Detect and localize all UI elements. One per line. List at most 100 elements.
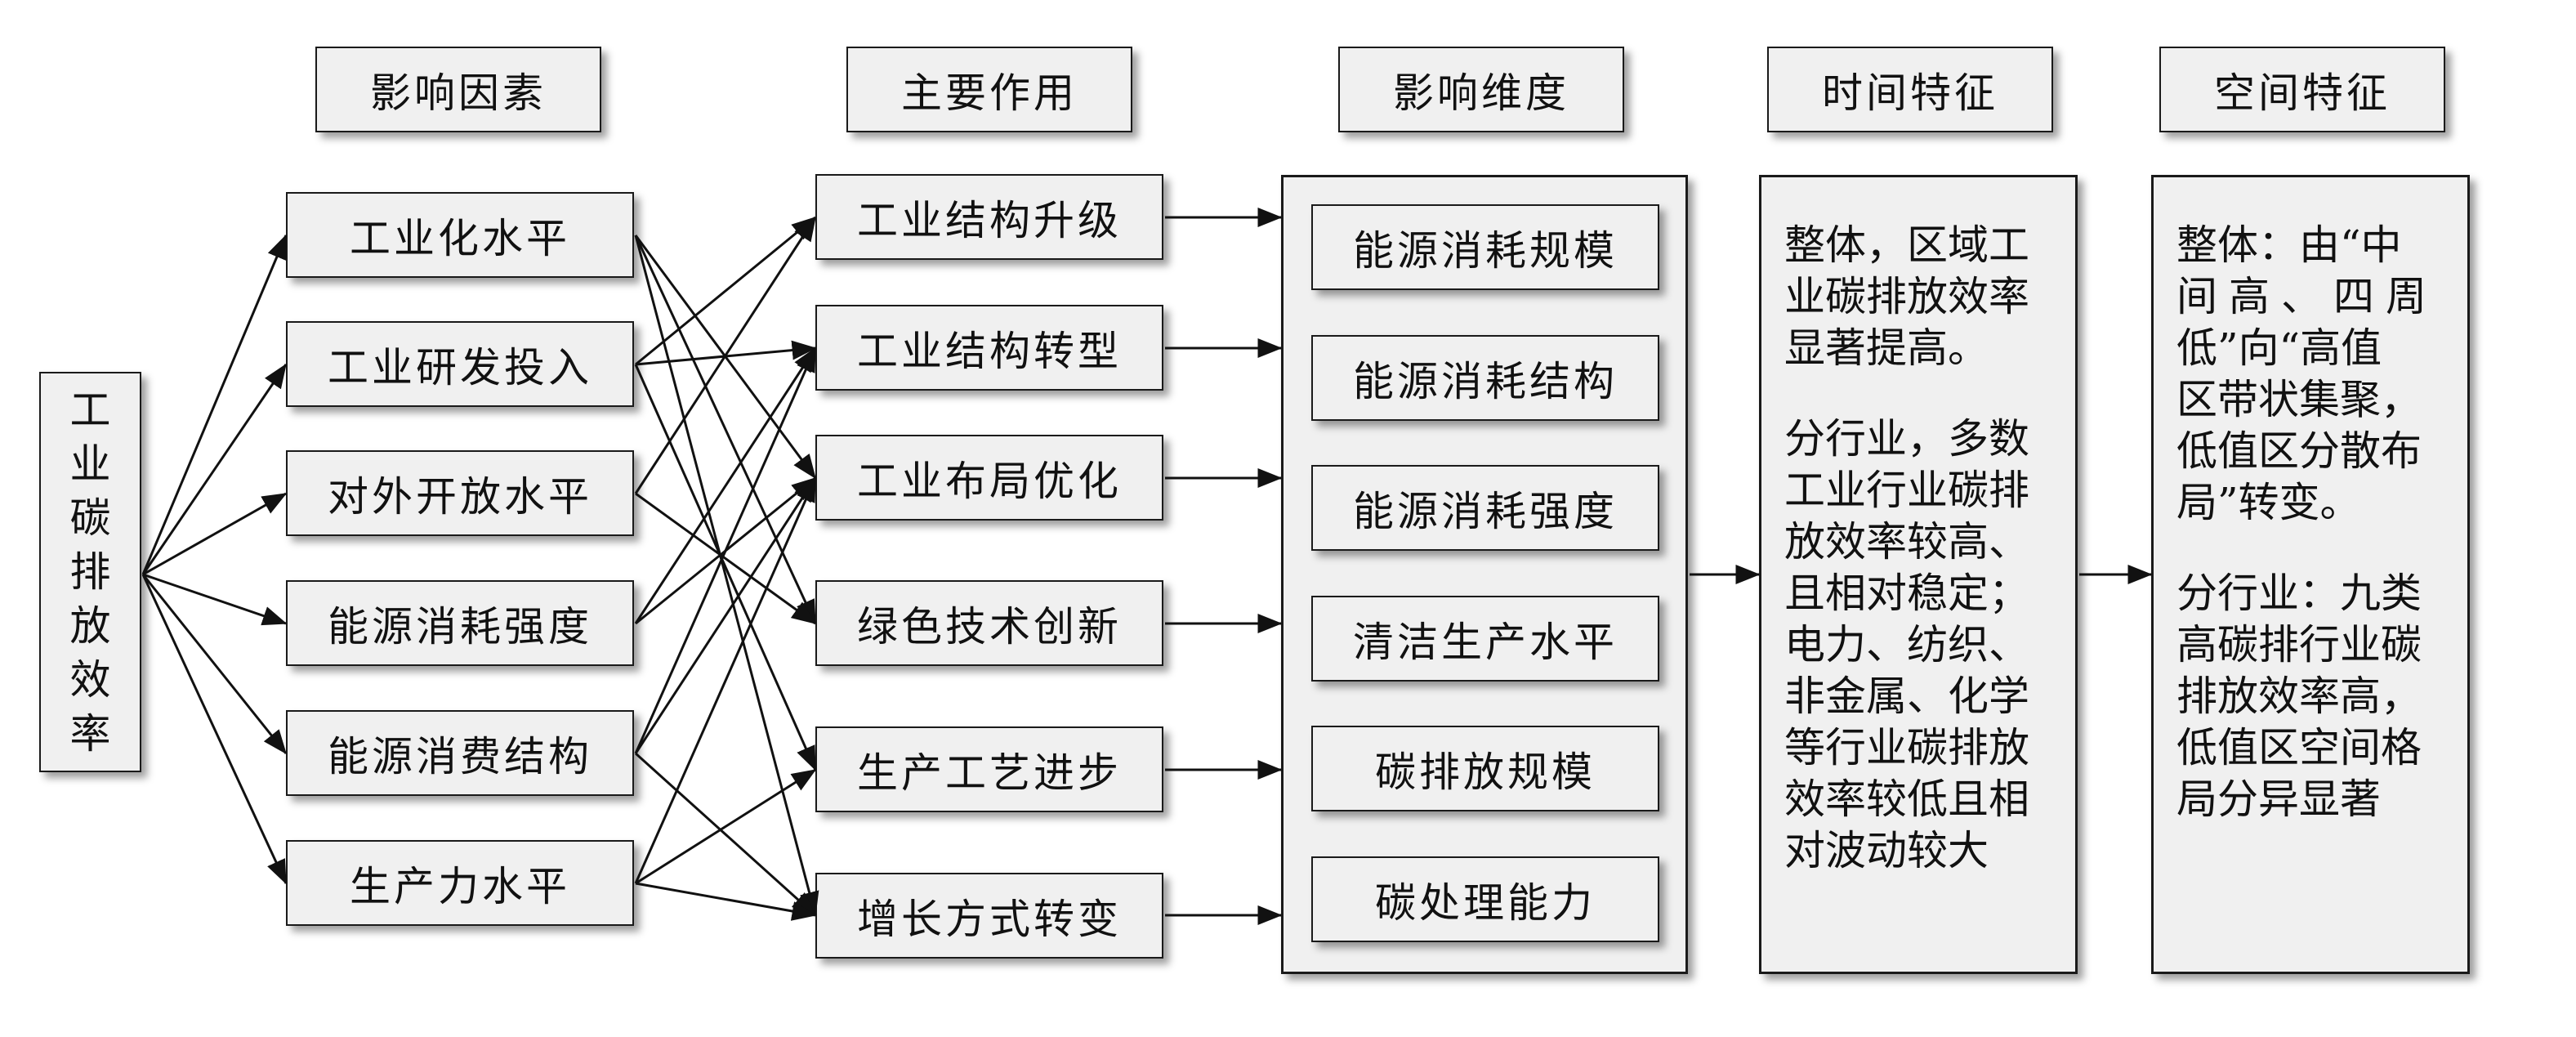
- factor-energy-intensity: 能源消耗强度: [286, 580, 634, 666]
- root-char: 碳: [69, 494, 111, 542]
- text-line: 局分异显著: [2176, 776, 2381, 823]
- effect-growth-mode: 增长方式转变: [815, 873, 1163, 959]
- arrow-root-to-factor: [142, 573, 288, 626]
- root-char: 率: [69, 710, 111, 758]
- text-line: 效率较低且相: [1784, 776, 2029, 823]
- arrow-root-to-factor: [141, 574, 288, 885]
- factor-energy-structure: 能源消费结构: [286, 710, 634, 796]
- text-line: 局”转变。: [2176, 479, 2361, 526]
- dimension-carbon-treatment: 碳处理能力: [1311, 856, 1659, 942]
- effect-structure-upgrade: 工业结构升级: [815, 174, 1163, 260]
- text-line: 对波动较大: [1784, 827, 1989, 874]
- arrow-factor-to-effect: [635, 768, 817, 885]
- effect-label: 工业布局优化: [857, 457, 1122, 505]
- arrow-factor-to-effect: [635, 492, 817, 625]
- arrow-root-to-factor: [141, 363, 288, 575]
- dimension-label: 碳处理能力: [1375, 878, 1596, 927]
- text-line: 低值区分散布: [2176, 427, 2422, 475]
- text-line: 放效率较高、: [1784, 518, 2029, 565]
- arrow-root-to-factor: [141, 574, 288, 755]
- factor-label: 生产力水平: [350, 862, 570, 910]
- factor-label: 能源消费结构: [328, 732, 592, 780]
- text-line: 间高、四周: [2176, 273, 2438, 320]
- dimension-label: 清洁生产水平: [1353, 618, 1618, 666]
- factor-label: 能源消耗强度: [328, 602, 592, 650]
- factor-productivity: 生产力水平: [286, 840, 634, 926]
- effect-green-innovation: 绿色技术创新: [815, 580, 1163, 666]
- factor-label: 工业化水平: [350, 214, 570, 262]
- effect-label: 工业结构转型: [857, 327, 1122, 375]
- arrow-factor-to-effect: [634, 216, 817, 494]
- effect-label: 绿色技术创新: [857, 602, 1122, 650]
- dimension-clean-production: 清洁生产水平: [1311, 596, 1659, 682]
- factor-label: 工业研发投入: [328, 343, 592, 391]
- text-line: 低”向“高值: [2176, 324, 2382, 372]
- header-dimensions-label: 影响维度: [1393, 69, 1569, 117]
- factor-label: 对外开放水平: [328, 472, 592, 521]
- arrow-root-to-factor: [141, 234, 288, 575]
- root-node: 工 业 碳 排 放 效 率: [39, 372, 141, 772]
- text-line: 排放效率高，: [2176, 673, 2422, 720]
- header-spatial-label: 空间特征: [2214, 69, 2391, 117]
- header-dimensions: 影响维度: [1338, 47, 1624, 132]
- arrow-factor-to-effect: [634, 235, 819, 917]
- arrow-factor-to-effect: [634, 235, 817, 625]
- arrow-factor-to-effect: [634, 752, 817, 917]
- text-line: 工业行业碳排: [1784, 467, 2029, 514]
- text-line: 高碳排行业碳: [2176, 621, 2422, 668]
- text-line: 整体，区域工: [1784, 221, 2029, 269]
- root-char: 放: [69, 602, 111, 650]
- spatial-feature-box: 整体：由“中 间高、四周 低”向“高值 区带状集聚， 低值区分散布 局”转变。 …: [2151, 175, 2470, 974]
- header-effects: 主要作用: [846, 47, 1132, 132]
- root-char: 业: [69, 440, 111, 488]
- arrow-factor-to-effect: [634, 364, 817, 771]
- temporal-paragraph-industry: 分行业，多数 工业行业碳排 放效率较高、 且相对稳定； 电力、纺织、 非金属、化…: [1784, 413, 2056, 877]
- root-char: 工: [69, 387, 111, 434]
- arrow-factor-to-effect: [635, 216, 817, 366]
- temporal-paragraph-overall: 整体，区域工 业碳排放效率 显著提高。: [1784, 220, 2056, 374]
- text-line: 低值区空间格: [2176, 724, 2422, 771]
- text-line: 等行业碳排放: [1784, 724, 2029, 771]
- text-line: 整体：由“中: [2176, 221, 2402, 269]
- effect-label: 生产工艺进步: [857, 749, 1122, 797]
- arrow-factor-to-effect: [634, 476, 817, 884]
- text-line: 非金属、化学: [1784, 673, 2029, 720]
- spatial-paragraph-overall: 整体：由“中 间高、四周 低”向“高值 区带状集聚， 低值区分散布 局”转变。: [2176, 220, 2448, 529]
- text-line: 分行业，多数: [1784, 415, 2029, 463]
- header-temporal: 时间特征: [1767, 47, 2053, 132]
- factor-industrialization: 工业化水平: [286, 192, 634, 278]
- effect-process-progress: 生产工艺进步: [815, 726, 1163, 812]
- root-char: 效: [69, 656, 111, 704]
- text-line: 电力、纺织、: [1784, 621, 2029, 668]
- effect-label: 工业结构升级: [857, 196, 1122, 244]
- dimension-energy-structure: 能源消耗结构: [1311, 335, 1659, 421]
- header-effects-label: 主要作用: [901, 69, 1078, 117]
- text-line: 显著提高。: [1784, 324, 1989, 372]
- effect-structure-transform: 工业结构转型: [815, 305, 1163, 391]
- temporal-feature-box: 整体，区域工 业碳排放效率 显著提高。 分行业，多数 工业行业碳排 放效率较高、…: [1759, 175, 2078, 974]
- factor-rd-investment: 工业研发投入: [286, 321, 634, 407]
- spatial-paragraph-industry: 分行业：九类 高碳排行业碳 排放效率高， 低值区空间格 局分异显著: [2176, 568, 2448, 825]
- arrow-factor-to-effect: [634, 476, 817, 754]
- text-line: 分行业：九类: [2176, 570, 2422, 617]
- dimension-emission-scale: 碳排放规模: [1311, 726, 1659, 811]
- dimension-energy-scale: 能源消耗规模: [1311, 204, 1659, 290]
- root-char: 排: [69, 548, 111, 596]
- dimension-label: 能源消耗结构: [1353, 357, 1618, 405]
- header-factors: 影响因素: [315, 47, 601, 132]
- header-temporal-label: 时间特征: [1822, 69, 1998, 117]
- text-line: 且相对稳定；: [1784, 570, 2029, 617]
- arrow-root-to-factor: [142, 492, 288, 576]
- arrow-factor-to-effect: [635, 882, 817, 921]
- factor-openness: 对外开放水平: [286, 450, 634, 536]
- root-node-label: 工 业 碳 排 放 效 率: [70, 383, 111, 761]
- effect-label: 增长方式转变: [857, 895, 1122, 943]
- dimensions-group: [1281, 175, 1688, 974]
- text-line: 区带状集聚，: [2176, 376, 2422, 423]
- header-factors-label: 影响因素: [370, 69, 547, 117]
- text-line: 业碳排放效率: [1784, 273, 2029, 320]
- dimension-label: 能源消耗规模: [1353, 226, 1618, 275]
- dimension-label: 碳排放规模: [1375, 748, 1596, 796]
- dimension-label: 能源消耗强度: [1353, 487, 1618, 535]
